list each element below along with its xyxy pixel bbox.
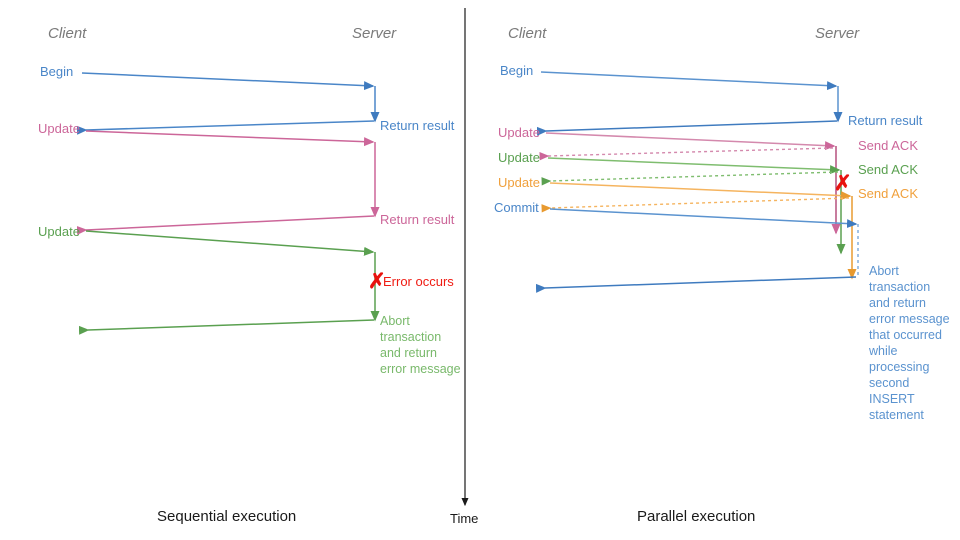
right-abort-note-line-9: INSERT (869, 392, 915, 406)
right-abort-note-line-3: and return (869, 296, 926, 310)
right-arrow-update-orange (549, 182, 852, 201)
right-msg-send-ack-green-label: Send ACK (858, 162, 918, 177)
right-arrow-update-pink (545, 132, 836, 151)
left-client-lane-header: Client (48, 25, 87, 42)
left-msg-return-result-blue-label: Return result (380, 118, 455, 133)
right-msg-commit-label: Commit (494, 200, 539, 215)
right-msg-update-orange-label: Update (498, 175, 540, 190)
right-arrow-ack-green (541, 171, 839, 186)
right-arrow-update-green (547, 157, 841, 175)
right-abort-note-line-4: error message (869, 312, 950, 326)
left-msg-begin-label: Begin (40, 64, 73, 79)
right-msg-update-green-label: Update (498, 150, 540, 165)
left-server-lane-header: Server (352, 25, 397, 42)
right-msg-return-result-label: Return result (848, 113, 923, 128)
right-msg-send-ack-pink-label: Send ACK (858, 138, 918, 153)
left-abort-note-line-1: Abort (380, 314, 410, 328)
right-arrow-begin (540, 71, 838, 91)
error-x-icon: ✗ (368, 270, 386, 293)
left-arrow-begin (81, 72, 375, 91)
left-abort-note-line-3: and return (380, 346, 437, 360)
left-arrow-return-result-blue (76, 120, 375, 135)
left-abort-note: Abort transaction and return error messa… (380, 314, 461, 376)
right-client-lane-header: Client (508, 25, 547, 42)
left-abort-note-line-2: transaction (380, 330, 441, 344)
left-msg-update-green-label: Update (38, 224, 80, 239)
left-msg-return-result-pink-label: Return result (380, 212, 455, 227)
right-abort-note-line-5: that occurred (869, 328, 942, 342)
right-msg-begin-label: Begin (500, 63, 533, 78)
right-abort-note: Abort transaction and return error messa… (868, 264, 950, 422)
left-error-occurs-label: Error occurs (383, 274, 454, 289)
right-abort-note-line-6: while (868, 344, 898, 358)
right-panel-parallel: Client Server Begin Return result Update… (494, 25, 950, 525)
right-arrow-return-result (536, 120, 838, 136)
right-arrow-commit (549, 208, 858, 229)
left-msg-update-pink-label: Update (38, 121, 80, 136)
right-arrow-abort-return (535, 276, 857, 293)
right-abort-note-line-2: transaction (869, 280, 930, 294)
time-axis-label: Time (450, 511, 478, 526)
left-arrow-update-pink (85, 130, 375, 147)
right-msg-update-pink-label: Update (498, 125, 540, 140)
right-msg-send-ack-orange-label: Send ACK (858, 186, 918, 201)
left-arrow-return-result-pink (76, 215, 375, 235)
left-arrow-abort-green (78, 319, 375, 335)
right-panel-caption: Parallel execution (637, 508, 755, 525)
right-abort-note-line-8: second (869, 376, 909, 390)
right-abort-note-line-10: statement (869, 408, 924, 422)
left-panel-sequential: Client Server Begin Return result Update… (38, 25, 461, 525)
left-arrow-update-green (85, 230, 375, 256)
time-axis: Time (450, 8, 478, 526)
right-error-x-icon: ✗ (834, 172, 852, 195)
right-arrow-ack-orange (541, 197, 850, 213)
right-server-lane-header: Server (815, 25, 860, 42)
right-abort-note-line-1: Abort (869, 264, 899, 278)
right-arrow-ack-pink (539, 147, 834, 161)
right-abort-note-line-7: processing (869, 360, 929, 374)
left-abort-note-line-4: error message (380, 362, 461, 376)
left-panel-caption: Sequential execution (157, 508, 296, 525)
